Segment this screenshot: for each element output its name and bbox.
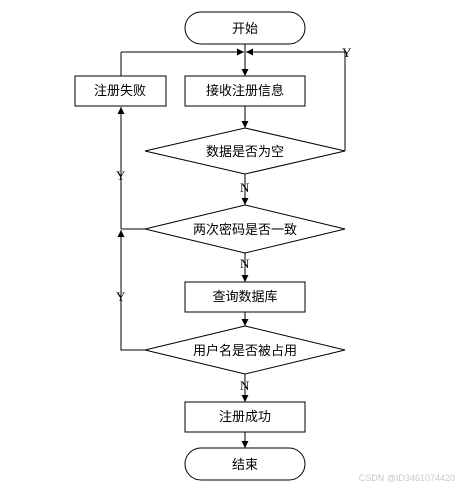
taken-no-label: N [240,378,250,393]
register-success-box: 注册成功 [184,401,306,433]
data-empty-decision: 数据是否为空 [144,127,346,175]
username-taken-decision: 用户名是否被占用 [144,325,346,375]
end-label: 结束 [232,458,258,473]
password-match-label: 两次密码是否一致 [193,222,297,238]
query-db-box: 查询数据库 [184,281,306,313]
edge-taken-yes [117,230,145,351]
watermark: CSDN @ID3461074420 [359,473,455,483]
start-terminal: 开始 [184,11,306,45]
password-match-decision: 两次密码是否一致 [144,204,346,254]
username-taken-label: 用户名是否被占用 [193,343,297,359]
register-fail-label: 注册失败 [94,84,146,99]
receive-info-label: 接收注册信息 [206,83,284,99]
register-fail-box: 注册失败 [74,75,167,107]
taken-yes-label: Y [116,289,126,304]
register-success-label: 注册成功 [219,410,271,425]
start-label: 开始 [232,22,258,37]
query-db-label: 查询数据库 [212,289,277,305]
empty-no-label: N [240,180,250,195]
data-empty-label: 数据是否为空 [206,145,284,160]
password-yes-label: Y [116,168,126,183]
empty-yes-label: Y [342,45,352,60]
receive-info-box: 接收注册信息 [184,75,306,107]
end-terminal: 结束 [184,447,306,481]
password-no-label: N [240,256,250,271]
